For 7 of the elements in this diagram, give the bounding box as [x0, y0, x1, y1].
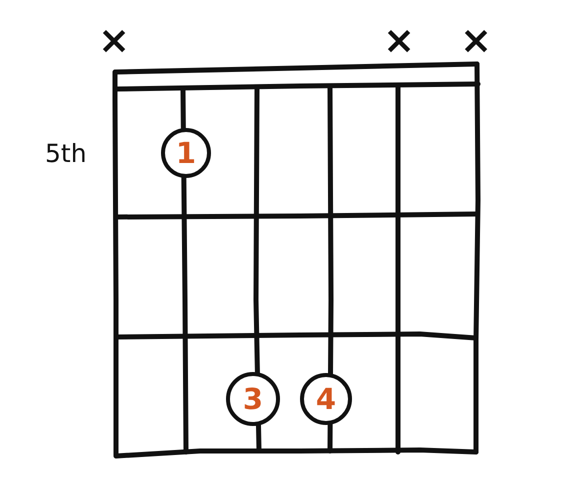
muted-string-mark: ×	[383, 21, 415, 59]
muted-string-mark: ×	[98, 21, 130, 59]
finger-number: 4	[316, 384, 336, 414]
fret-number: 5th	[45, 141, 87, 166]
finger-number: 1	[176, 138, 196, 168]
finger-number: 3	[242, 384, 264, 414]
muted-string-mark: ×	[460, 21, 492, 59]
